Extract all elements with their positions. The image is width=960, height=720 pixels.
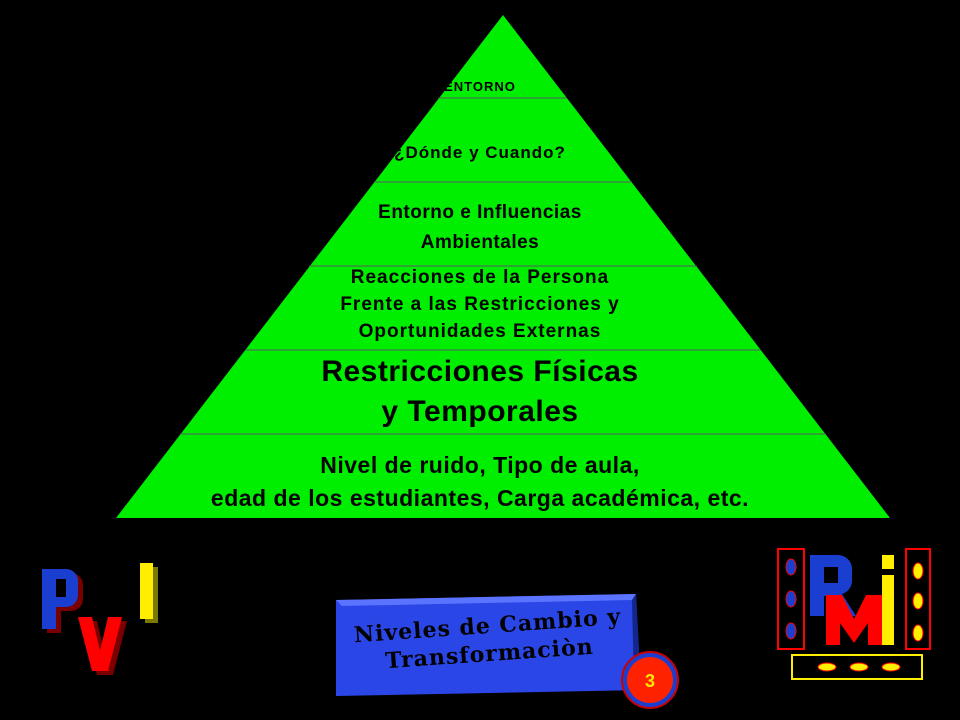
logo-letter-m <box>826 595 882 645</box>
logo-letter-v <box>78 617 127 675</box>
page-number-badge: 3 <box>621 651 679 709</box>
page-number: 3 <box>644 671 655 691</box>
logo-letter-i-small <box>882 555 894 645</box>
level-donde-cuando-label: ¿Dónde y Cuando? <box>394 143 566 162</box>
logo-letter-p <box>42 569 83 633</box>
logo-bottom-strip <box>791 654 923 680</box>
rmi-logo <box>777 548 931 680</box>
level-entorno-influencias-label: Entorno e Influencias Ambientales <box>378 202 582 253</box>
logo-right-strip <box>905 548 931 650</box>
level-nivel-ruido-label: Nivel de ruido, Tipo de aula, edad de lo… <box>210 452 750 511</box>
logo-letter-i <box>140 563 158 623</box>
level-entorno-label: ENTORNO <box>444 79 516 94</box>
pvi-logo <box>42 563 158 675</box>
level-reacciones-label: Reacciones de la Persona Frente a las Re… <box>340 267 620 342</box>
logo-left-strip <box>777 548 805 650</box>
level-restricciones-label: Restricciones Físicas y Temporales <box>321 355 639 428</box>
